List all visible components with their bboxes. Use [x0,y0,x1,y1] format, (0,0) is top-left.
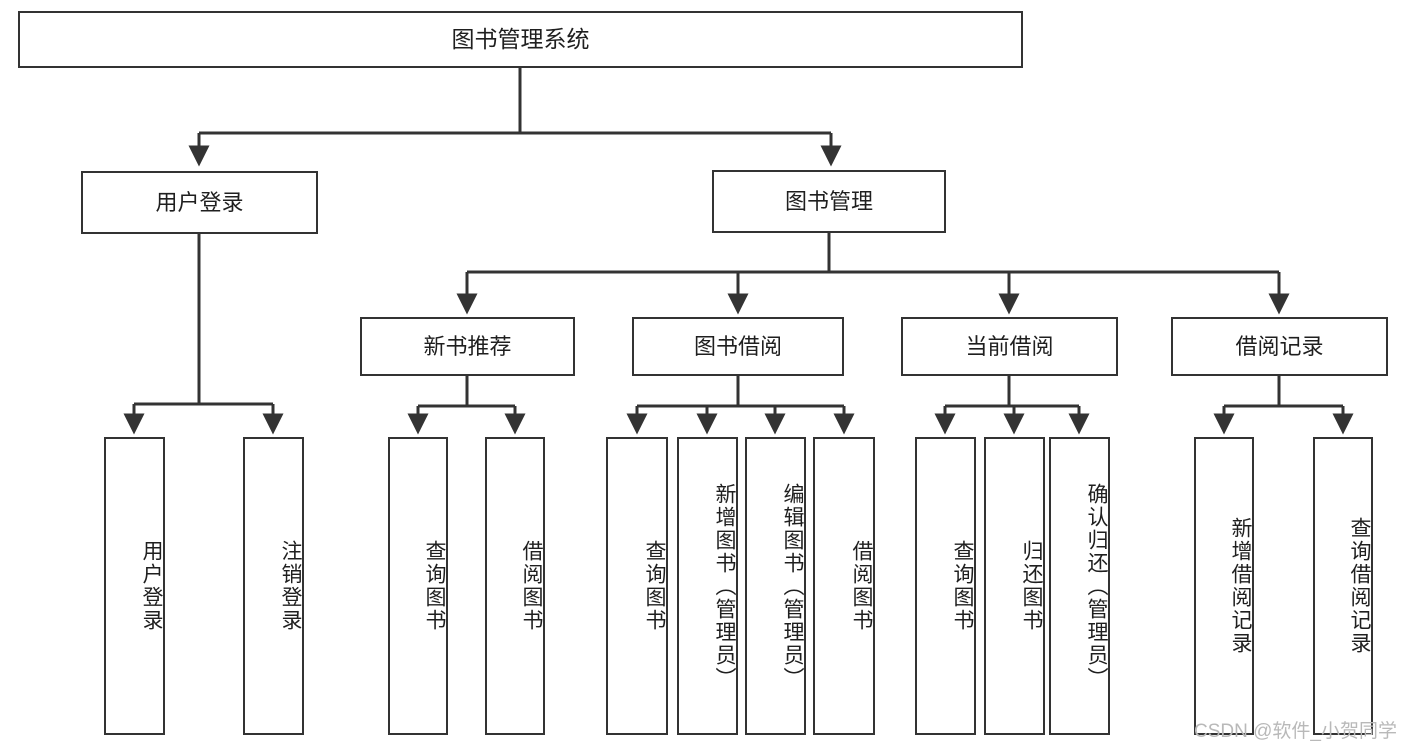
node-leaf-logout-login[interactable]: 注销登录 [243,437,304,735]
node-label: 确认归还（管理员） [1085,482,1108,690]
node-label: 用户登录 [140,540,163,632]
node-leaf-add-borrow-record[interactable]: 新增借阅记录 [1194,437,1254,735]
node-new-book-recommend[interactable]: 新书推荐 [360,317,575,376]
node-label: 注销登录 [279,540,302,632]
node-leaf-add-book[interactable]: 新增图书（管理员） [677,437,738,735]
csdn-watermark: CSDN @软件_小贺同学 [1194,721,1397,742]
node-label: 查询借阅记录 [1348,517,1371,655]
node-leaf-borrow-book[interactable]: 借阅图书 [813,437,875,735]
node-label: 归还图书 [1020,540,1043,632]
node-leaf-user-login[interactable]: 用户登录 [104,437,165,735]
node-label: 图书借阅 [693,333,782,359]
node-leaf-edit-book[interactable]: 编辑图书（管理员） [745,437,806,735]
node-label: 用户登录 [155,189,244,215]
node-label: 新书推荐 [423,333,512,359]
node-label: 新增借阅记录 [1229,517,1252,655]
node-label: 图书管理 [784,188,873,214]
node-label: 查询图书 [423,540,446,632]
node-leaf-borrow-book-recommend[interactable]: 借阅图书 [485,437,545,735]
node-label: 查询图书 [951,540,974,632]
node-leaf-query-book-current[interactable]: 查询图书 [915,437,976,735]
node-leaf-confirm-return[interactable]: 确认归还（管理员） [1049,437,1110,735]
node-label: 查询图书 [643,540,666,632]
node-label: 新增图书（管理员） [713,482,736,690]
node-label: 借阅记录 [1235,333,1324,359]
node-label: 当前借阅 [965,333,1054,359]
node-root-book-management-system[interactable]: 图书管理系统 [18,11,1023,68]
node-borrow-record[interactable]: 借阅记录 [1171,317,1388,376]
node-leaf-return-book[interactable]: 归还图书 [984,437,1045,735]
node-leaf-query-book-recommend[interactable]: 查询图书 [388,437,448,735]
node-leaf-query-book-borrow[interactable]: 查询图书 [606,437,668,735]
node-book-management[interactable]: 图书管理 [712,170,946,233]
node-current-borrow[interactable]: 当前借阅 [901,317,1118,376]
node-label: 编辑图书（管理员） [781,482,804,690]
node-book-borrow[interactable]: 图书借阅 [632,317,844,376]
node-label: 图书管理系统 [451,25,590,52]
node-user-login[interactable]: 用户登录 [81,171,318,234]
node-leaf-query-borrow-record[interactable]: 查询借阅记录 [1313,437,1373,735]
node-label: 借阅图书 [520,540,543,632]
node-label: 借阅图书 [850,540,873,632]
